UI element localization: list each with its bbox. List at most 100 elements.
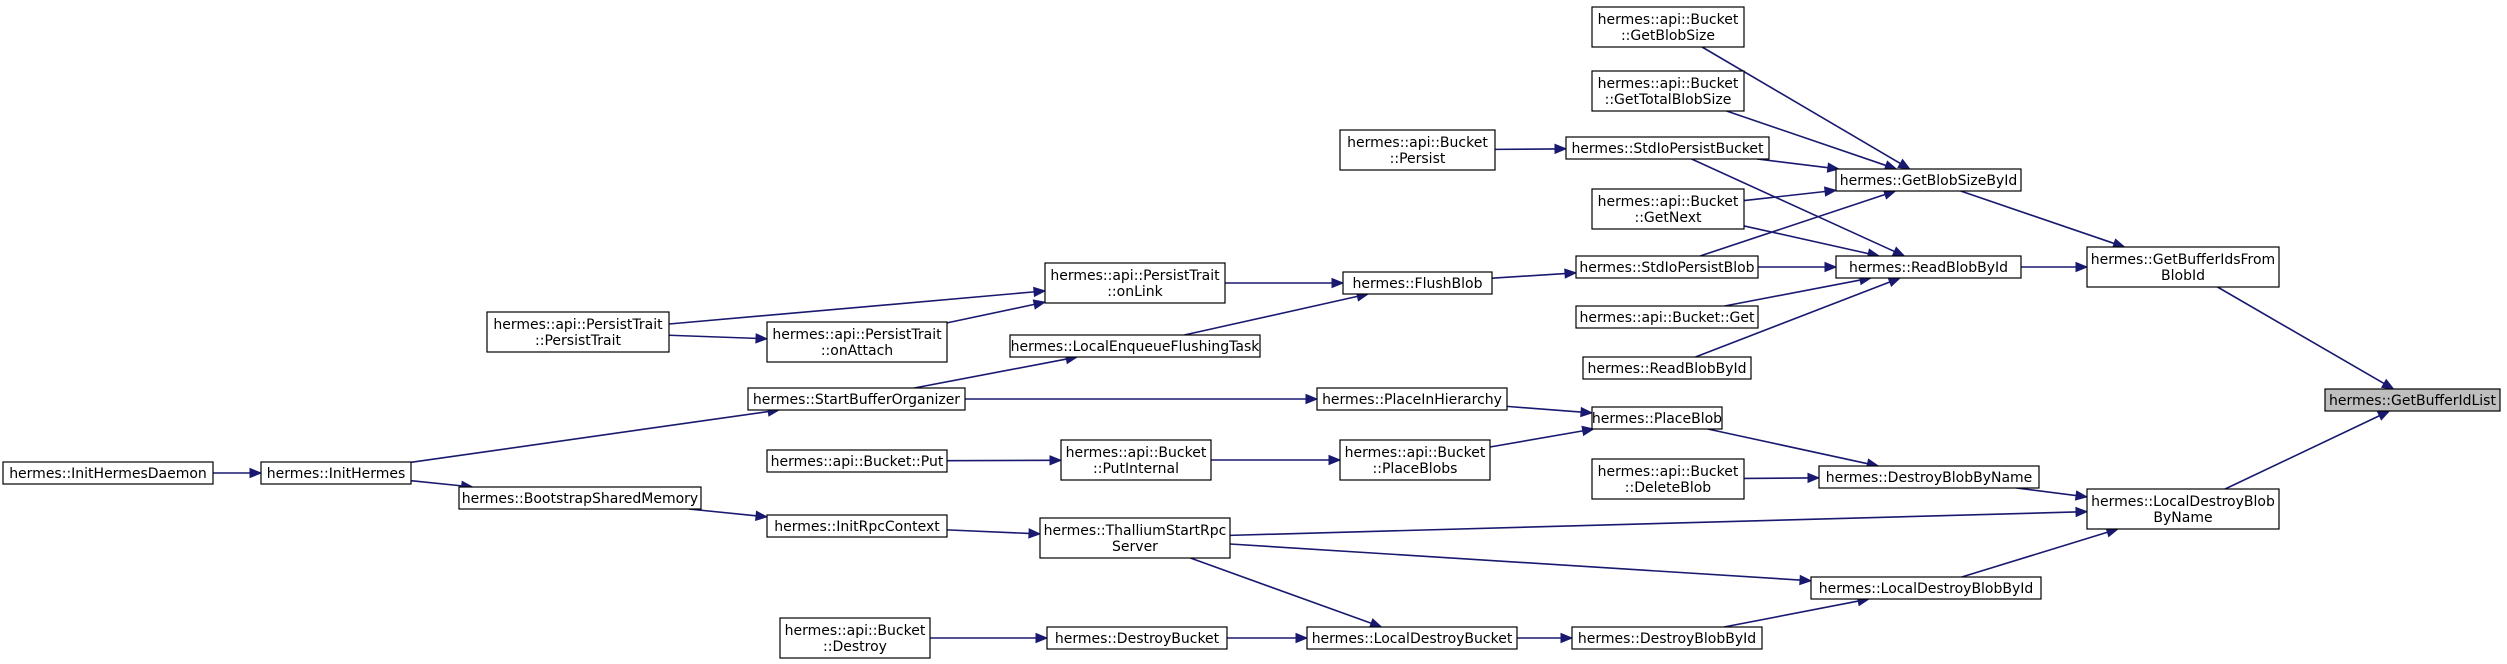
edge-place-in-hierarchy-to-place-blob: [1506, 405, 1582, 413]
node-destroy-bucket[interactable]: hermes::DestroyBucket: [1046, 626, 1228, 650]
node-bucket-put[interactable]: hermes::api::Bucket::Put: [766, 449, 948, 473]
node-local-destroy-bucket[interactable]: hermes::LocalDestroyBucket: [1306, 626, 1518, 650]
arrowhead-icon: [1799, 574, 1813, 586]
node-bucket-delete-blob[interactable]: hermes::api::Bucket::DeleteBlob: [1591, 458, 1745, 500]
node-box: [1060, 439, 1212, 481]
node-label: ::PlaceBlobs: [1373, 461, 1458, 477]
node-local-destroy-blob-by-id[interactable]: hermes::LocalDestroyBlobById: [1810, 576, 2042, 600]
node-box: [747, 387, 966, 411]
node-bucket-get-next[interactable]: hermes::api::Bucket::GetNext: [1591, 188, 1745, 230]
node-init-rpc-context[interactable]: hermes::InitRpcContext: [766, 514, 948, 538]
node-box: [1575, 255, 1759, 279]
arrowhead-icon: [1032, 299, 1047, 310]
arrowhead-icon: [1035, 632, 1049, 644]
node-init-hermes[interactable]: hermes::InitHermes: [260, 461, 412, 485]
node-label: hermes::api::Bucket: [1347, 135, 1488, 151]
node-box: [1591, 188, 1745, 230]
node-label: hermes::LocalEnqueueFlushingTask: [1011, 339, 1261, 355]
node-box: [1339, 129, 1496, 171]
node-label: BlobId: [2161, 268, 2205, 284]
node-get-blob-size-by-id[interactable]: hermes::GetBlobSizeById: [1835, 168, 2022, 192]
node-std-io-persist-blob[interactable]: hermes::StdIoPersistBlob: [1575, 255, 1759, 279]
node-persist-trait-ctor[interactable]: hermes::api::PersistTrait::PersistTrait: [486, 311, 670, 353]
node-label: hermes::api::Bucket: [1598, 194, 1739, 210]
node-label: hermes::GetBlobSizeById: [1840, 173, 2018, 189]
edge-bucket-get-total-blob-size-to-get-blob-size-by-id: [1726, 110, 1887, 167]
arrowhead-icon: [2380, 378, 2395, 390]
node-std-io-persist-bucket[interactable]: hermes::StdIoPersistBucket: [1565, 136, 1770, 160]
node-place-blob[interactable]: hermes::PlaceBlob: [1591, 406, 1723, 430]
node-flush-blob[interactable]: hermes::FlushBlob: [1342, 271, 1493, 295]
node-box: [1575, 305, 1759, 329]
edge-flush-blob-to-std-io-persist-blob: [1491, 272, 1566, 280]
edge-thallium-start-rpc-server-to-local-destroy-blob-by-name: [1229, 511, 2077, 537]
node-bootstrap-shared-memory[interactable]: hermes::BootstrapSharedMemory: [458, 486, 702, 510]
node-label: ::GetBlobSize: [1621, 28, 1715, 44]
node-bucket-get-blob-size[interactable]: hermes::api::Bucket::GetBlobSize: [1591, 6, 1745, 48]
node-bucket-persist[interactable]: hermes::api::Bucket::Persist: [1339, 129, 1496, 171]
node-label: hermes::LocalDestroyBlobById: [1819, 581, 2034, 597]
node-box: [1591, 6, 1745, 48]
edge-bucket-get-to-read-blob-by-id: [1724, 279, 1861, 307]
node-read-blob-by-id[interactable]: hermes::ReadBlobById: [1835, 255, 2022, 279]
node-label: hermes::ReadBlobById: [1849, 260, 2008, 276]
node-bucket-get-total-blob-size[interactable]: hermes::api::Bucket::GetTotalBlobSize: [1591, 70, 1745, 112]
node-box: [1835, 255, 2022, 279]
node-destroy-blob-by-name[interactable]: hermes::DestroyBlobByName: [1818, 465, 2040, 489]
node-local-enqueue-flushing-task[interactable]: hermes::LocalEnqueueFlushingTask: [1009, 334, 1261, 358]
node-label: hermes::ThalliumStartRpc: [1044, 523, 1227, 539]
arrowhead-icon: [1554, 143, 1568, 155]
arrowhead-icon: [755, 510, 769, 521]
node-start-buffer-organizer[interactable]: hermes::StartBufferOrganizer: [747, 387, 966, 411]
node-get-buffer-id-list[interactable]: hermes::GetBufferIdList: [2324, 388, 2501, 412]
node-label: ::Persist: [1390, 151, 1446, 167]
node-box: [2086, 488, 2280, 530]
edge-bucket-get-next-to-get-blob-size-by-id: [1743, 190, 1826, 202]
node-box: [260, 461, 412, 485]
arrowhead-icon: [1887, 277, 1902, 288]
edge-std-io-persist-bucket-to-read-blob-by-id: [1691, 158, 1895, 253]
arrowhead-icon: [1807, 472, 1821, 484]
edge-std-io-persist-bucket-to-get-blob-size-by-id: [1757, 158, 1828, 169]
node-bucket-destroy[interactable]: hermes::api::Bucket::Destroy: [779, 617, 931, 659]
node-label: hermes::StdIoPersistBlob: [1579, 260, 1754, 276]
node-init-hermes-daemon[interactable]: hermes::InitHermesDaemon: [2, 461, 214, 485]
node-bucket-place-blobs[interactable]: hermes::api::Bucket::PlaceBlobs: [1339, 439, 1491, 481]
node-box: [458, 486, 702, 510]
node-label: ByName: [2153, 510, 2212, 526]
arrowhead-icon: [1580, 406, 1594, 418]
node-box: [1046, 626, 1228, 650]
node-label: hermes::LocalDestroyBucket: [1312, 631, 1513, 647]
node-read-blob-by-id2[interactable]: hermes::ReadBlobById: [1582, 356, 1752, 380]
node-label: ::GetNext: [1635, 210, 1703, 226]
node-persist-trait-on-attach[interactable]: hermes::api::PersistTrait::onAttach: [766, 321, 948, 363]
node-label: hermes::api::PersistTrait: [1050, 268, 1220, 284]
node-box: [1591, 406, 1723, 430]
node-box: [1565, 136, 1770, 160]
node-box: [1306, 626, 1518, 650]
node-box: [486, 311, 670, 353]
node-bucket-put-internal[interactable]: hermes::api::Bucket::PutInternal: [1060, 439, 1212, 481]
node-label: hermes::InitHermes: [267, 466, 406, 482]
node-label: hermes::DestroyBlobById: [1578, 631, 1756, 647]
node-label: hermes::StartBufferOrganizer: [753, 392, 960, 408]
edge-std-io-persist-blob-to-get-blob-size-by-id: [1699, 193, 1886, 257]
node-place-in-hierarchy[interactable]: hermes::PlaceInHierarchy: [1316, 387, 1508, 411]
arrowhead-icon: [1564, 268, 1578, 279]
arrowhead-icon: [2075, 506, 2089, 518]
node-label: hermes::InitRpcContext: [774, 519, 940, 535]
node-destroy-blob-by-id[interactable]: hermes::DestroyBlobById: [1571, 626, 1763, 650]
node-label: hermes::api::Bucket: [1598, 464, 1739, 480]
arrowhead-icon: [1368, 618, 1383, 629]
arrowhead-icon: [1824, 261, 1838, 273]
edge-thallium-start-rpc-server-to-local-destroy-blob-by-id: [1229, 543, 1801, 581]
arrowhead-icon: [2074, 490, 2089, 501]
node-persist-trait-on-link[interactable]: hermes::api::PersistTrait::onLink: [1044, 262, 1226, 304]
node-bucket-get[interactable]: hermes::api::Bucket::Get: [1575, 305, 1759, 329]
node-label: ::PutInternal: [1093, 461, 1179, 477]
edge-get-buffer-ids-from-blob-id-to-get-buffer-id-list: [2217, 286, 2385, 385]
node-label: hermes::PlaceBlob: [1592, 411, 1722, 427]
